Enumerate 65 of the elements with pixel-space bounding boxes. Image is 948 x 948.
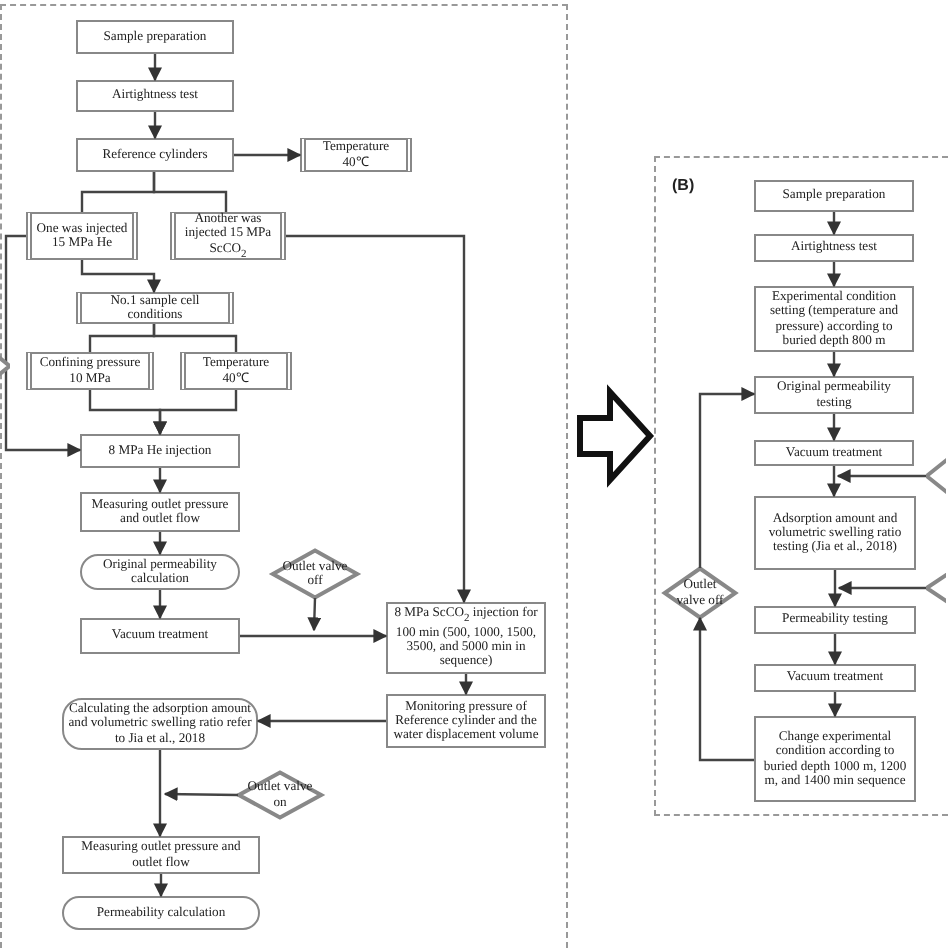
process-box <box>180 352 292 390</box>
connector-line <box>152 172 228 212</box>
process-box <box>26 352 154 390</box>
process-box <box>300 138 412 172</box>
block-arrow <box>577 384 655 488</box>
arrow <box>827 352 841 378</box>
arrow <box>459 674 473 696</box>
arrow <box>153 468 167 494</box>
arrow <box>828 634 842 666</box>
arrow <box>80 260 161 294</box>
process-box <box>80 492 240 532</box>
arrow <box>256 714 386 728</box>
arrow <box>234 148 302 162</box>
decision-diamond <box>664 568 736 618</box>
process-box <box>80 434 240 468</box>
arrow <box>693 616 754 762</box>
arrow <box>828 570 842 608</box>
arrow <box>153 532 167 556</box>
arrow <box>827 262 841 288</box>
arrow <box>153 590 167 620</box>
arrow <box>827 414 841 442</box>
arrow <box>240 629 388 643</box>
arrow <box>153 750 167 838</box>
decision-diamond <box>272 550 358 598</box>
dashed-panel <box>654 156 948 816</box>
terminal-box <box>80 554 240 590</box>
process-box <box>754 286 914 352</box>
connector-line <box>152 324 238 352</box>
process-box <box>62 836 260 874</box>
process-box <box>754 376 914 414</box>
arrow <box>163 787 238 802</box>
process-box <box>754 496 916 570</box>
decision-diamond <box>926 452 946 500</box>
arrow <box>827 212 841 236</box>
process-box <box>754 180 914 212</box>
arrow <box>153 390 238 436</box>
arrow <box>154 874 168 898</box>
arrow <box>148 112 162 140</box>
decision-diamond <box>238 772 322 818</box>
process-box <box>80 618 240 654</box>
process-box <box>76 20 234 54</box>
process-box <box>754 440 914 466</box>
process-box <box>754 234 914 262</box>
process-box <box>26 212 138 260</box>
process-box <box>754 664 916 692</box>
arrow <box>836 469 926 483</box>
terminal-box <box>62 896 260 930</box>
panel-label: (B) <box>670 178 697 196</box>
arrow <box>286 234 471 604</box>
dashed-panel <box>0 4 568 948</box>
arrow <box>4 234 82 457</box>
process-box <box>754 716 916 802</box>
decision-diamond <box>0 352 10 380</box>
arrow <box>307 597 322 632</box>
process-box <box>170 212 286 260</box>
arrow <box>828 692 842 718</box>
arrow <box>698 387 756 568</box>
process-box <box>76 80 234 112</box>
decision-diamond <box>926 568 946 608</box>
process-box <box>76 292 234 324</box>
arrow <box>827 466 841 498</box>
arrow <box>148 54 162 82</box>
arrow <box>837 581 926 595</box>
process-box <box>754 606 916 634</box>
process-box <box>76 138 234 172</box>
